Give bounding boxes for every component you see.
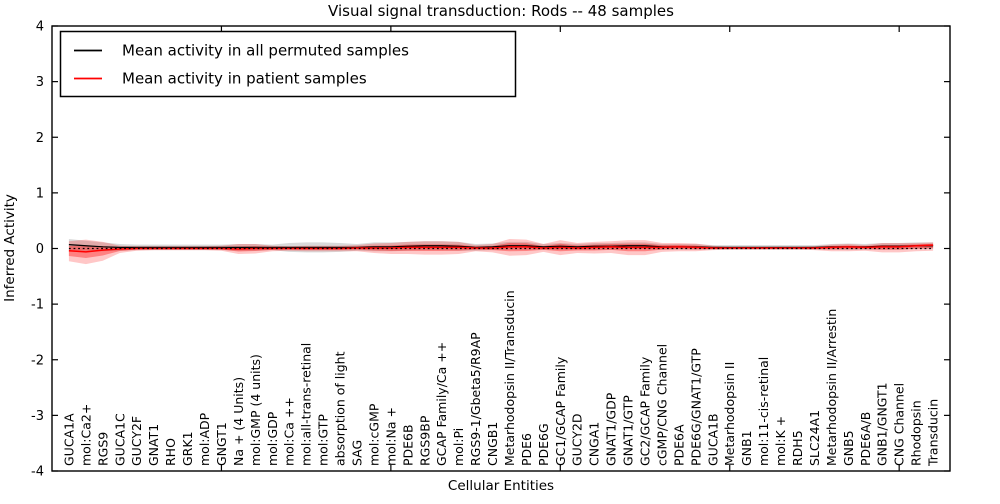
x-tick-label: RGS9-1/Gbeta5/R9AP [468, 332, 483, 466]
x-tick-label: GUCA1C [112, 413, 127, 466]
y-axis-label: Inferred Activity [2, 194, 18, 302]
x-tick-label: mol:11-cis-retinal [756, 357, 771, 466]
x-tick-label: PDE6B [400, 424, 415, 466]
x-tick-label: mol:Ca2+ [78, 404, 93, 466]
x-tick-label: mol:Pi [451, 428, 466, 466]
x-tick-label: RDH5 [790, 430, 805, 466]
x-tick-label: Metarhodopsin II/Arrestin [824, 309, 839, 466]
x-tick-label: Metarhodopsin II/Transducin [502, 290, 517, 466]
y-tick-label: -4 [31, 465, 44, 480]
x-axis-label: Cellular Entities [448, 478, 554, 494]
legend-label-permuted: Mean activity in all permuted samples [122, 42, 409, 60]
x-tick-label: PDE6G [536, 423, 551, 466]
x-tick-label: Transducin [926, 399, 941, 467]
x-tick-label: CNG Channel [892, 383, 907, 466]
x-tick-label: GUCA1B [705, 413, 720, 466]
x-tick-label: mol:Na + [383, 407, 398, 466]
y-tick-label: -2 [31, 353, 44, 368]
x-tick-label: GCAP Family/Ca ++ [434, 342, 449, 466]
x-tick-label: GNB1/GNGT1 [875, 382, 890, 466]
x-tick-label: GRK1 [180, 431, 195, 466]
y-tick-label: 4 [36, 20, 44, 35]
x-tick-label: RGS9 [95, 432, 110, 466]
patient-range-band-inner [68, 242, 934, 258]
x-tick-label: mol:ADP [197, 412, 212, 466]
x-tick-label: mol:GMP (4 units) [248, 354, 263, 466]
chart-title: Visual signal transduction: Rods -- 48 s… [328, 2, 674, 20]
y-tick-label: 2 [36, 131, 44, 146]
x-tick-label: Metarhodopsin II [722, 362, 737, 466]
x-tick-label: mol:cGMP [366, 403, 381, 466]
y-tick-label: 3 [36, 75, 44, 90]
x-tick-label: GC2/GCAP Family [638, 356, 653, 466]
x-tick-label: CNGA1 [587, 422, 602, 466]
y-tick-label: -1 [31, 298, 44, 313]
x-tick-label: GUCY2F [129, 416, 144, 466]
x-tick-label: mol:GDP [265, 411, 280, 466]
x-tick-label: PDE6A [671, 424, 686, 466]
legend-label-patient: Mean activity in patient samples [122, 70, 367, 88]
x-tick-label: GNAT1/GDP [604, 392, 619, 466]
patient-range-band-outer [68, 239, 934, 265]
x-tick-label: SAG [349, 440, 364, 466]
x-tick-label: PDE6A/B [858, 412, 873, 466]
x-tick-label: Rhodopsin [909, 400, 924, 466]
axis-ticks [52, 25, 950, 472]
x-tick-label: mol:K + [773, 416, 788, 466]
y-tick-label: 1 [36, 186, 44, 201]
x-tick-label: SLC24A1 [807, 410, 822, 466]
x-tick-label: Na + (4 Units) [231, 377, 246, 466]
y-tick-label: 0 [36, 242, 44, 257]
x-tick-label: cGMP/CNG Channel [654, 344, 669, 466]
x-tick-label: GNGT1 [214, 422, 229, 466]
y-tick-label: -3 [31, 409, 44, 424]
legend-frame [59, 30, 517, 98]
x-tick-label: PDE6G/GNAT1/GTP [688, 348, 703, 466]
x-tick-label: mol:GTP [316, 414, 331, 466]
x-tick-label: CNGB1 [485, 422, 500, 466]
x-tick-label: GNB5 [841, 430, 856, 466]
x-tick-label: GNAT1/GTP [621, 395, 636, 466]
x-tick-label: GUCY2D [570, 413, 585, 466]
x-tick-label: mol:all-trans-retinal [299, 343, 314, 466]
x-tick-label: absorption of light [333, 351, 348, 466]
x-tick-label: mol:Ca ++ [282, 397, 297, 466]
x-tick-label: PDE6 [519, 433, 534, 466]
legend: Mean activity in all permuted samples Me… [59, 30, 517, 98]
y-tick-labels: -4 -3 -2 -1 0 1 2 3 4 [31, 20, 44, 480]
x-tick-label: GNB1 [739, 430, 754, 466]
x-tick-label: RHO [163, 438, 178, 466]
x-tick-label: GUCA1A [61, 413, 76, 466]
x-tick-label: RGS9BP [417, 415, 432, 466]
x-tick-label: GC1/GCAP Family [553, 356, 568, 466]
x-tick-label: GNAT1 [146, 424, 161, 466]
